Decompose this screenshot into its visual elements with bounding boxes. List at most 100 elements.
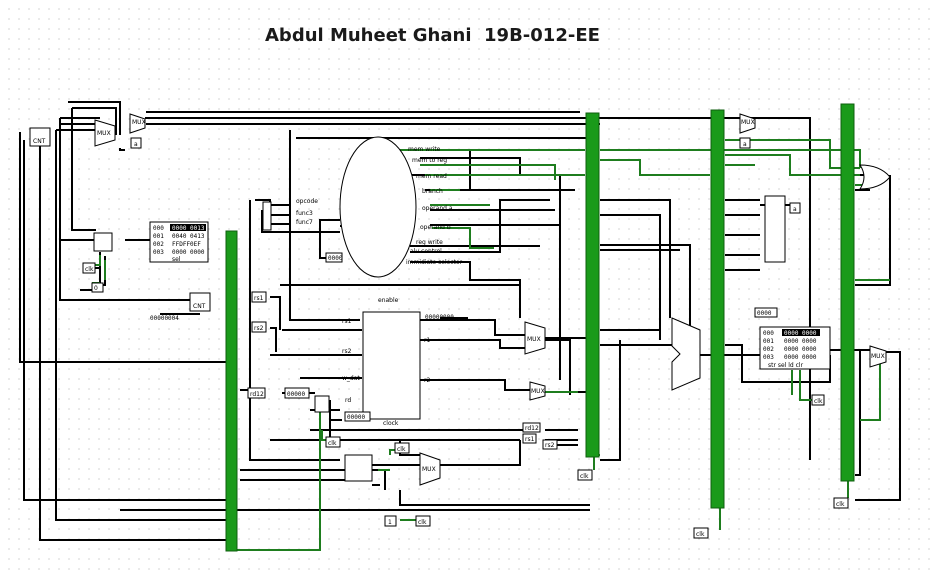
pin-a-1[interactable] [130,137,142,149]
ctrl-out-mem-write: mem write [408,146,441,153]
pin-clk-8[interactable] [415,515,431,527]
regfile-rd-label: rd [345,397,351,404]
pin-d0[interactable] [91,282,104,293]
irom-addr-3: 003 [153,249,164,256]
regfile-enable-label: enable [378,297,399,304]
dram-addr-2: 002 [763,346,774,353]
mux-alu-a [524,321,546,355]
ctrl-out-mem-to-reg: mem to reg [412,157,447,164]
pin-a-3-label: a [793,206,797,213]
pin-clk-2-label: clk [397,446,406,453]
const-1: 00000004 [150,315,179,322]
program-counters: CNT CNT [29,127,211,312]
ctrl-out-operand-a: operand a [422,205,453,212]
const-4-box [754,307,778,318]
pin-d1-label: 1 [388,519,392,526]
ctrl-out-operand-b: operand b [420,224,451,231]
alu [671,317,701,391]
pipeline-register-id-ex [585,112,600,458]
pin-clk-7[interactable] [833,497,849,509]
regfile-value: 00000000 [425,314,454,321]
mux-pc [94,119,116,147]
pin-clk-5[interactable] [693,527,709,539]
pin-clk-4-label: clk [580,473,589,480]
constants: 00000004 0000 00000 0000 00000 [150,252,778,422]
mux-writeback [869,345,887,368]
pin-rd12-b-label: rd12 [525,425,539,432]
irom-addr-0: 000 [153,225,164,232]
pin-rs2[interactable] [251,321,267,333]
ctrl-out-branch: branch [422,188,443,195]
irom-row-1: 0040 0413 [172,233,205,240]
data-memory: 0000 0000 0000 0000 0000 0000 0000 0000 … [759,326,831,370]
pin-clk-2[interactable] [394,442,410,454]
mux-writeback-label: MUX [871,353,885,360]
const-3-box [284,387,310,399]
pipeline-register-ex-mem [710,109,725,509]
pin-rs2-b-label: rs2 [545,442,555,449]
pin-clk-3[interactable] [325,436,341,448]
pin-rs2-b[interactable] [542,439,558,450]
regfile-r2-label: r2 [424,377,430,384]
dram-row-0: 0000 0000 [784,330,817,337]
irom-row-0: 0000 0013 [172,225,205,232]
pin-rs1-b-label: rs1 [525,436,535,443]
ctrl-in-func3: func3 [296,210,313,217]
pin-a-2[interactable] [739,137,751,149]
irom-addr-1: 001 [153,233,164,240]
ctrl-in-opcode: opcode [296,198,318,205]
pin-clk-1[interactable] [82,262,96,274]
ctrl-out-alu-control: alu control [410,248,442,255]
instruction-splitter [262,201,290,231]
pin-clk-6-label: clk [814,398,823,405]
const-4: 0000 [757,310,772,317]
pin-rd12[interactable] [247,387,266,399]
const-3: 00000 [287,391,305,398]
regfile-r1-label: r1 [424,337,430,344]
mux-imm [419,452,441,486]
dram-sub-label: str sel ld clr [768,362,804,369]
ctrl-out-immediate-selector: immidiate selector [406,259,463,266]
pin-rs1[interactable] [251,291,267,303]
pin-clk-8-label: clk [418,519,427,526]
dram-addr-3: 003 [763,354,774,361]
pin-a-2-label: a [743,141,747,148]
ctrl-in-func7: func7 [296,219,313,226]
const-2: 0000 [328,255,343,262]
regfile-write-label: w_dat [342,375,360,382]
mux-pc2-label: MUX [132,119,146,126]
irom-row-2: FFDFF0EF [172,241,201,248]
cnt2-label: CNT [193,303,206,310]
irom-row-3: 0000 0000 [172,249,205,256]
pins: clk 0 a a a rs1 rs2 rd12 rd12 rs1 rs2 cl… [82,137,849,539]
regfile-clock-label: clock [383,420,399,427]
pin-clk-3-label: clk [328,440,337,447]
pin-a-3[interactable] [789,202,801,214]
small-blocks [93,164,891,482]
dram-addr-1: 001 [763,338,774,345]
pin-clk-6[interactable] [811,394,825,406]
dram-row-3: 0000 0000 [784,354,817,361]
instruction-memory: 0000 0013 0040 0413 FFDFF0EF 0000 0000 0… [149,221,209,263]
pin-a-1-label: a [134,141,138,148]
pin-rd12-b[interactable] [522,422,541,433]
pipeline-register-mem-wb [840,103,855,482]
pin-clk-4[interactable] [577,469,593,481]
ctrl-out-mem-read: mem read [416,173,447,180]
dram-row-1: 0000 0000 [784,338,817,345]
pin-rs1-b[interactable] [522,433,537,444]
pin-d1[interactable] [384,515,397,527]
irom-sel-label: sel [172,256,181,263]
pin-rd12-label: rd12 [250,391,264,398]
const-2-box [325,252,343,263]
muxes: MUX MUX MUX MUX MUX MUX MUX [94,113,887,486]
mux-alu-b-label: MUX [531,388,545,395]
register-file: enable clock 00000000 rs1 rs2 w_dat rd r… [342,297,454,427]
pin-clk-5-label: clk [696,531,705,538]
dram-addr-0: 000 [763,330,774,337]
mux-alu-b [529,381,546,401]
mux-alu-a-label: MUX [527,336,541,343]
const-5-box [344,411,371,422]
irom-addr-2: 002 [153,241,164,248]
